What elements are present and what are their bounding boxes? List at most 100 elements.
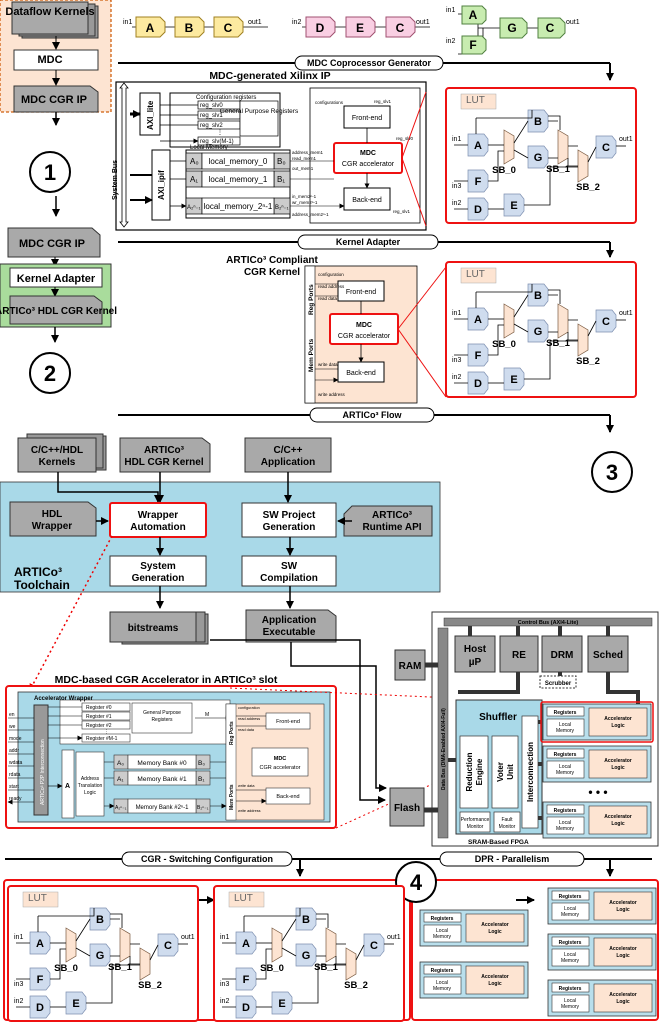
artico-kernel [304,265,447,404]
bar-mdc-gen: MDC Coprocessor Generator [307,58,432,68]
tc-system-gen-b: Generation [132,573,185,584]
flow-bars [5,55,652,877]
df3-in2: in2 [446,38,455,45]
slot-panel [6,685,337,829]
ip-back-end: Back-end [352,197,382,204]
acc-logic-a-7: Accelerator [609,992,637,998]
mem-name-2: local_memory_2ⁿ-1 [204,202,273,211]
acc-logic-b-7: Logic [616,999,630,1005]
acc-logic-b-4: Logic [488,981,502,987]
xilinx-ip [115,81,427,231]
fpga-sched: Sched [593,650,623,661]
bar-cgr-switch: CGR - Switching Configuration [141,854,273,864]
slot-k-write-address: write address [238,809,261,813]
k-read-address: read address [318,284,345,289]
slot-p2p-label: ARTICo³ P2P Interconnection [40,739,46,805]
config-regs-label: Configuration registers [196,95,256,101]
reg-dots: ⋮ [217,130,223,136]
fpga-host-b: µP [469,657,482,668]
tc-app-exe-b: Executable [263,627,316,638]
sig-out-mem1: out_mem1 [292,166,314,171]
mem-a0: A₀ [190,157,199,166]
toolchain [0,433,441,804]
ip-front-end: Front-end [352,115,382,122]
slot-atl-a: Address [81,776,100,782]
bank-1: Memory Bank #1 [137,776,187,783]
slot-k-write-data: write data [238,784,255,788]
ip-cgr: CGR accelerator [342,161,395,168]
mem-name-0: local_memory_0 [209,157,268,166]
bank-b0: B₀ [198,760,205,767]
slot-gpr-a: General Purpose [143,710,181,716]
acc-logic-a-0: Accelerator [604,716,632,722]
fpga-perf-b: Monitor [467,824,484,830]
mem-name-1: local_memory_1 [209,175,268,184]
acc-logic-a-2: Accelerator [604,814,632,820]
bank-b2: B₂ⁿ₋₁ [197,805,209,811]
acc-registers-7: Registers [559,986,582,992]
acc-registers-6: Registers [559,940,582,946]
xilinx-ip-title: MDC-generated Xilinx IP [209,70,330,82]
lut-panel-2 [445,261,637,398]
sig-start: start [9,784,19,790]
step2-input: MDC CGR IP [19,238,85,250]
reg-slvm: reg_slv(M-1) [200,139,234,145]
tc-runtime-api-a: ARTICo³ [372,510,413,521]
lut4-label: LUT [234,893,253,904]
lut-panel-3 [7,885,199,1022]
slot-wrapper-label: Accelerator Wrapper [34,696,94,702]
slot-reg-m: Register #M-1 [86,736,118,742]
step3-number: 3 [606,460,618,485]
bar-kernel-adapter: Kernel Adapter [336,237,401,247]
slot-a: A [65,783,70,790]
mem-a1: A₁ [190,175,198,184]
fpga-sram: SRAM-Based FPGA [468,839,529,846]
step2-kernel-adapter: Kernel Adapter [17,273,96,285]
step2-panel [0,227,112,343]
k-front-end: Front-end [346,289,376,296]
lut2-label: LUT [466,269,485,280]
reg-slv2: reg_slv2 [200,123,223,129]
acc-text-layer: RegistersLocalMemoryAcceleratorLogicRegi… [431,710,637,1010]
reg-ports-label: Reg Ports [308,284,315,315]
df1-out: out1 [248,19,262,26]
tc-wrapper-auto-a: Wrapper [138,510,178,521]
df3-node-g: G [507,21,516,35]
tc-sw-comp-b: Compilation [260,573,318,584]
tc-input-2a: ARTICo³ [144,445,185,456]
acc-logic-b-2: Logic [611,821,625,827]
acc-local-2: Local [559,820,571,826]
tc-hdl-wrapper-b: Wrapper [32,521,72,532]
slot-k-read-data: read data [238,728,255,732]
df3-out: out1 [566,19,580,26]
acc-memory-7: Memory [561,1004,580,1010]
sig-reg-slv1: reg_slv1 [374,99,392,104]
df1-node-c: C [224,21,233,35]
acc-local-3: Local [436,928,448,934]
mem-ports-label: Mem Ports [308,338,315,372]
slot-cgr: CGR accelerator [260,765,301,771]
lut-panel-1 [445,87,637,224]
df1-in: in1 [123,19,132,26]
local-memory-label: Local Memory [190,145,228,151]
acc-registers-3: Registers [431,916,454,922]
slot-back-end: Back-end [276,794,299,800]
tc-input-1b: Kernels [39,457,76,468]
acc-registers-2: Registers [554,808,577,814]
tc-bitstreams: bitstreams [128,623,179,634]
fpga-ram: RAM [399,661,422,672]
df2-in: in2 [292,19,301,26]
k-write-address: write address [318,392,346,397]
fpga-control-bus: Control Bus (AXI4-Lite) [518,620,579,626]
acc-local-4: Local [436,980,448,986]
step4-number: 4 [410,870,423,895]
slot-mem-ports: Mem Ports [229,784,235,810]
dataflow-2 [302,16,430,38]
tc-label-b: Toolchain [14,578,70,592]
dataflow-1 [132,16,268,38]
slot-front-end: Front-end [276,719,300,725]
df2-node-d: D [316,21,325,35]
step3-circle [591,451,633,493]
slot-reg-ports: Reg Ports [229,721,235,745]
df1-node-a: A [146,21,155,35]
